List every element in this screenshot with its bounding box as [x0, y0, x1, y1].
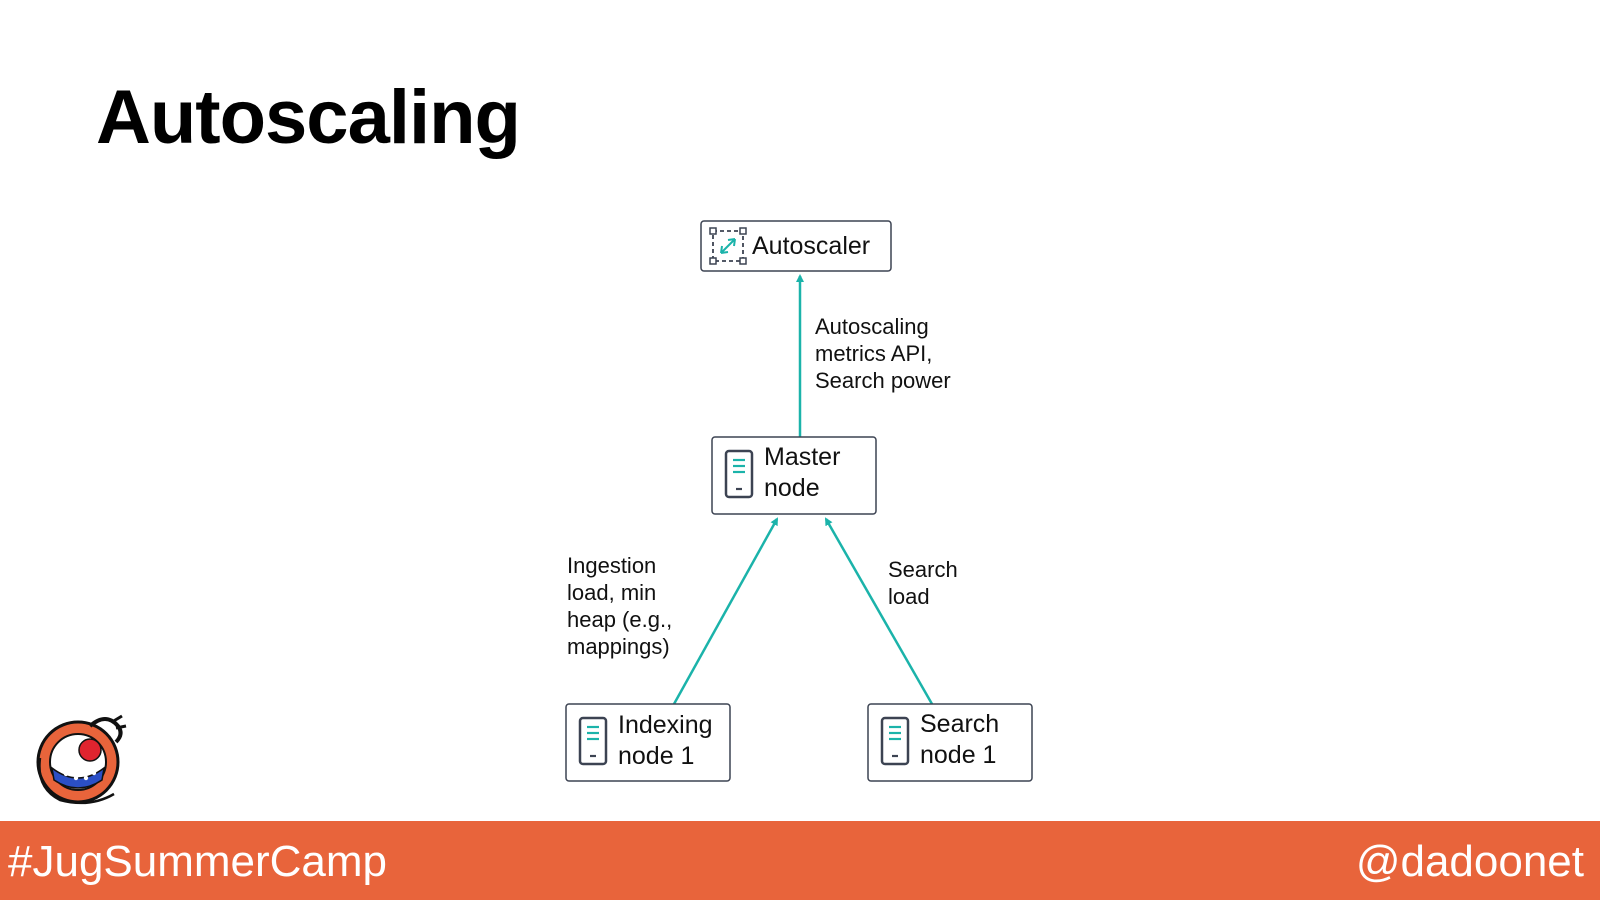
footer-handle: @dadoonet — [1355, 837, 1584, 886]
autoscale-icon — [709, 227, 747, 265]
node-label-indexing: Indexing node 1 — [618, 711, 719, 770]
server-icon — [880, 716, 910, 766]
node-label-autoscaler: Autoscaler — [752, 232, 870, 260]
footer-bar: #JugSummerCamp @dadoonet — [0, 821, 1600, 900]
edge-label-master-to-autoscaler: Autoscaling metrics API, Search power — [815, 314, 951, 393]
footer-hashtag: #JugSummerCamp — [8, 837, 388, 886]
server-icon — [578, 716, 608, 766]
slide-title: Autoscaling — [96, 75, 521, 160]
node-indexing: Indexing node 1 — [565, 703, 731, 782]
jug-summer-camp-logo — [36, 714, 127, 805]
edge-label-indexing-to-master: Ingestion load, min heap (e.g., mappings… — [567, 553, 678, 659]
edge-indexing-to-master — [672, 517, 779, 705]
node-label-master: Master node — [764, 443, 847, 502]
edge-search-to-master — [824, 517, 934, 705]
node-label-search: Search node 1 — [920, 710, 1006, 769]
node-master: Master node — [711, 436, 877, 515]
node-search: Search node 1 — [867, 703, 1033, 782]
server-icon — [724, 449, 754, 499]
edge-label-search-to-master: Search load — [888, 557, 964, 609]
node-autoscaler: Autoscaler — [700, 220, 892, 272]
